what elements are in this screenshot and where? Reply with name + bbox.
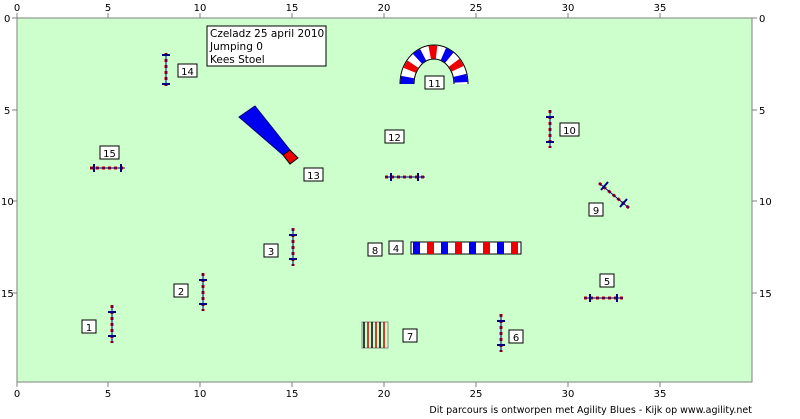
label-3: 3 [263, 243, 279, 258]
label-1: 1 [81, 319, 97, 334]
svg-text:7: 7 [407, 332, 413, 343]
info-class: Jumping 0 [209, 41, 263, 53]
svg-text:3: 3 [268, 247, 274, 258]
x-tick-top-25: 25 [470, 3, 483, 14]
label-14: 14 [177, 63, 198, 78]
tunnel-4-8 [410, 241, 522, 255]
svg-text:14: 14 [181, 67, 194, 78]
course-info-box: Czeladz 25 april 2010 Jumping 0 Kees Sto… [206, 25, 327, 67]
label-8: 8 [367, 242, 383, 257]
x-tick-top-35: 35 [654, 3, 667, 14]
label-9: 9 [588, 202, 604, 217]
label-11: 11 [424, 75, 445, 90]
svg-text:6: 6 [513, 333, 519, 344]
label-2: 2 [173, 283, 189, 298]
y-tick-right-0: 0 [759, 14, 765, 25]
y-tick-right-15: 15 [759, 289, 772, 300]
jump-14 [162, 53, 170, 86]
x-tick-bottom-35: 35 [654, 389, 667, 400]
y-tick-left-10: 10 [1, 197, 14, 208]
jump-5 [584, 294, 623, 302]
jump-12 [385, 173, 425, 181]
x-tick-bottom-10: 10 [194, 389, 207, 400]
x-tick-top-5: 5 [105, 3, 111, 14]
field-area [16, 17, 753, 383]
y-tick-right-10: 10 [759, 197, 772, 208]
svg-text:10: 10 [563, 126, 576, 137]
label-13: 13 [303, 167, 324, 182]
weave-poles-7 [361, 321, 389, 349]
y-tick-left-15: 15 [1, 289, 14, 300]
label-10: 10 [559, 122, 580, 137]
x-tick-bottom-0: 0 [14, 389, 20, 400]
jump-2 [199, 273, 207, 311]
tunnel-11 [399, 44, 469, 85]
x-tick-top-20: 20 [378, 3, 391, 14]
label-5: 5 [599, 273, 615, 288]
x-tick-bottom-5: 5 [105, 389, 111, 400]
label-12: 12 [384, 129, 405, 144]
y-tick-left-0: 0 [4, 14, 10, 25]
x-tick-bottom-25: 25 [470, 389, 483, 400]
x-tick-bottom-15: 15 [286, 389, 299, 400]
x-tick-top-30: 30 [562, 3, 575, 14]
y-tick-left-5: 5 [4, 106, 10, 117]
info-event: Czeladz 25 april 2010 [210, 28, 324, 40]
label-4: 4 [388, 240, 404, 255]
x-tick-top-10: 10 [194, 3, 207, 14]
x-tick-top-15: 15 [286, 3, 299, 14]
info-judge: Kees Stoel [210, 54, 265, 66]
svg-text:5: 5 [604, 277, 610, 288]
svg-text:15: 15 [103, 149, 116, 160]
x-tick-top-0: 0 [14, 3, 20, 14]
jump-6 [497, 314, 505, 352]
svg-text:12: 12 [388, 133, 401, 144]
svg-text:13: 13 [307, 171, 320, 182]
axis-ticks [12, 13, 757, 387]
svg-text:11: 11 [428, 79, 441, 90]
jump-15 [90, 164, 125, 172]
x-tick-bottom-20: 20 [378, 389, 391, 400]
jump-1 [108, 305, 116, 343]
jump-10 [546, 110, 554, 148]
svg-text:2: 2 [178, 287, 184, 298]
y-tick-right-5: 5 [759, 106, 765, 117]
label-15: 15 [99, 145, 120, 160]
jump-9 [598, 181, 630, 210]
label-7: 7 [402, 328, 418, 343]
jump-3 [289, 228, 297, 266]
svg-text:4: 4 [393, 244, 399, 255]
x-tick-bottom-30: 30 [562, 389, 575, 400]
svg-text:8: 8 [372, 246, 378, 257]
svg-text:9: 9 [593, 206, 599, 217]
chute-13 [238, 105, 299, 165]
footer-credit: Dit parcours is ontworpen met Agility Bl… [429, 405, 752, 416]
label-6: 6 [508, 329, 524, 344]
svg-text:1: 1 [86, 323, 92, 334]
